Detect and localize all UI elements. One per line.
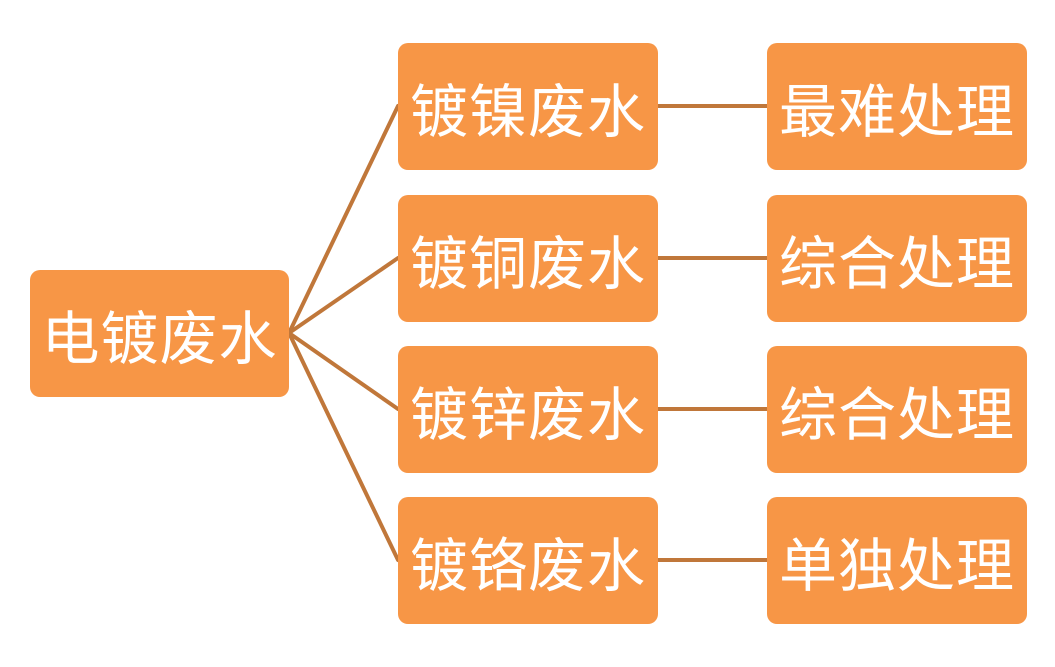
connector-root-to-chromium bbox=[287, 331, 400, 562]
branch-node-chromium-wastewater: 镀铬废水 bbox=[398, 497, 658, 624]
treatment-node-label: 综合处理 bbox=[778, 229, 1015, 298]
root-node-label: 电镀废水 bbox=[41, 304, 278, 373]
branch-node-copper-wastewater: 镀铜废水 bbox=[398, 195, 658, 322]
treatment-node-label: 最难处理 bbox=[778, 77, 1015, 146]
treatment-node-copper: 综合处理 bbox=[767, 195, 1027, 322]
treatment-node-zinc: 综合处理 bbox=[767, 346, 1027, 473]
branch-node-zinc-wastewater: 镀锌废水 bbox=[398, 346, 658, 473]
connector-root-to-copper bbox=[287, 256, 400, 335]
branch-node-label: 镀铬废水 bbox=[409, 531, 646, 600]
treatment-node-chromium: 单独处理 bbox=[767, 497, 1027, 624]
treatment-node-label: 综合处理 bbox=[778, 380, 1015, 449]
branch-node-label: 镀锌废水 bbox=[409, 380, 646, 449]
treatment-node-label: 单独处理 bbox=[778, 531, 1015, 600]
treatment-node-nickel: 最难处理 bbox=[767, 43, 1027, 170]
root-node-electroplating-wastewater: 电镀废水 bbox=[30, 270, 289, 397]
branch-node-label: 镀铜废水 bbox=[409, 229, 646, 298]
connector-root-to-zinc bbox=[287, 331, 400, 411]
branch-node-label: 镀镍废水 bbox=[409, 77, 646, 146]
connector-root-to-nickel bbox=[287, 104, 400, 335]
branch-node-nickel-wastewater: 镀镍废水 bbox=[398, 43, 658, 170]
